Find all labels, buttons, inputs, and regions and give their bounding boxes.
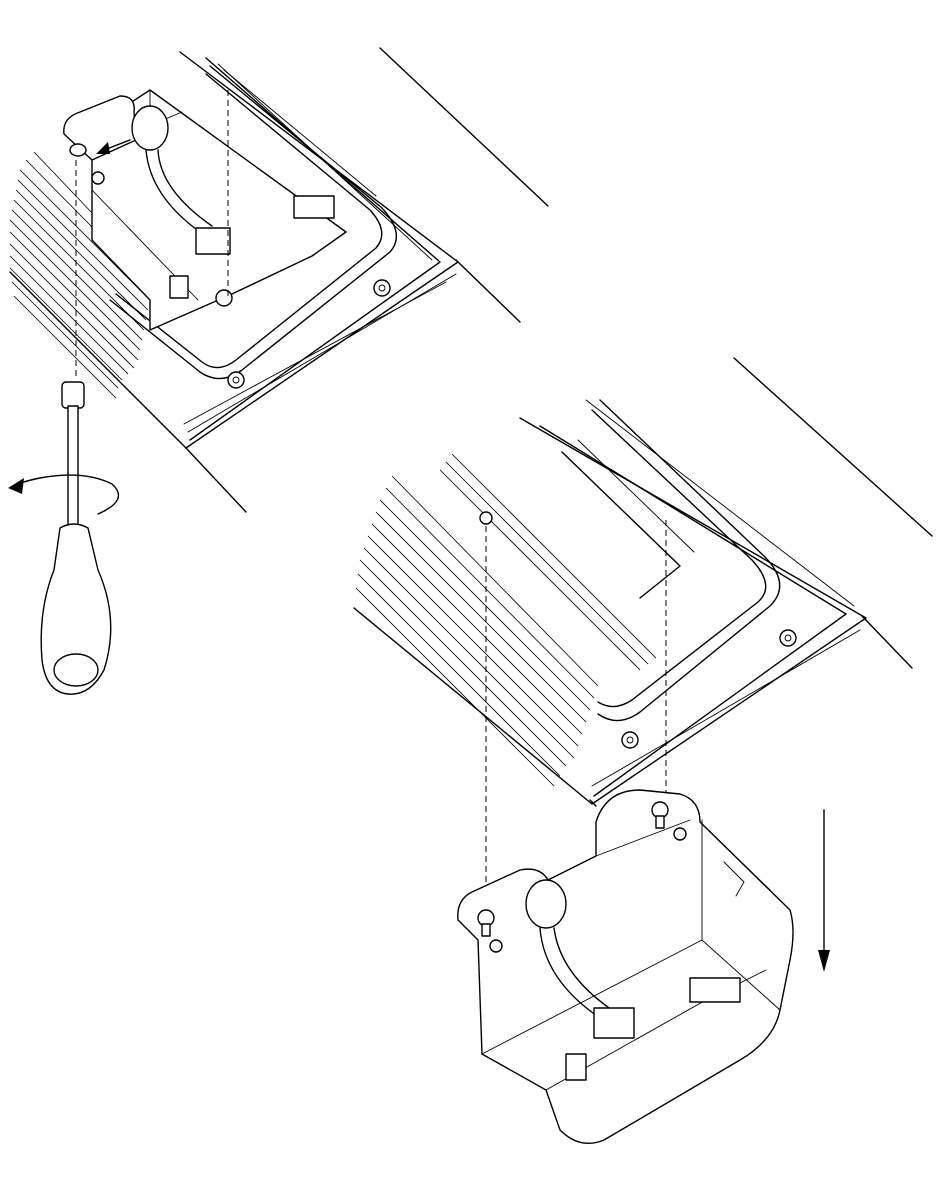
screwdriver-icon: [41, 382, 111, 694]
rotation-arrow-icon: [8, 475, 118, 514]
connector-socket: [294, 196, 334, 218]
terminal-block-lower: [594, 1008, 634, 1038]
heat-sink-fins-lower: [356, 454, 656, 786]
connector-socket-lower: [690, 978, 740, 1002]
bracket-nut: [92, 172, 104, 184]
top-fixture-view: [10, 48, 548, 512]
mount-stud: [480, 512, 492, 524]
down-arrow-icon: [818, 810, 830, 972]
clip-connector-lower: [566, 1054, 586, 1080]
cable-gland-lower: [526, 880, 566, 928]
ground-nut: [216, 290, 232, 306]
terminal-block: [196, 228, 230, 254]
cable-gland: [132, 106, 168, 150]
bracket-screw: [70, 144, 86, 156]
clip-connector: [170, 276, 188, 298]
driver-box-detached: [458, 790, 793, 1143]
